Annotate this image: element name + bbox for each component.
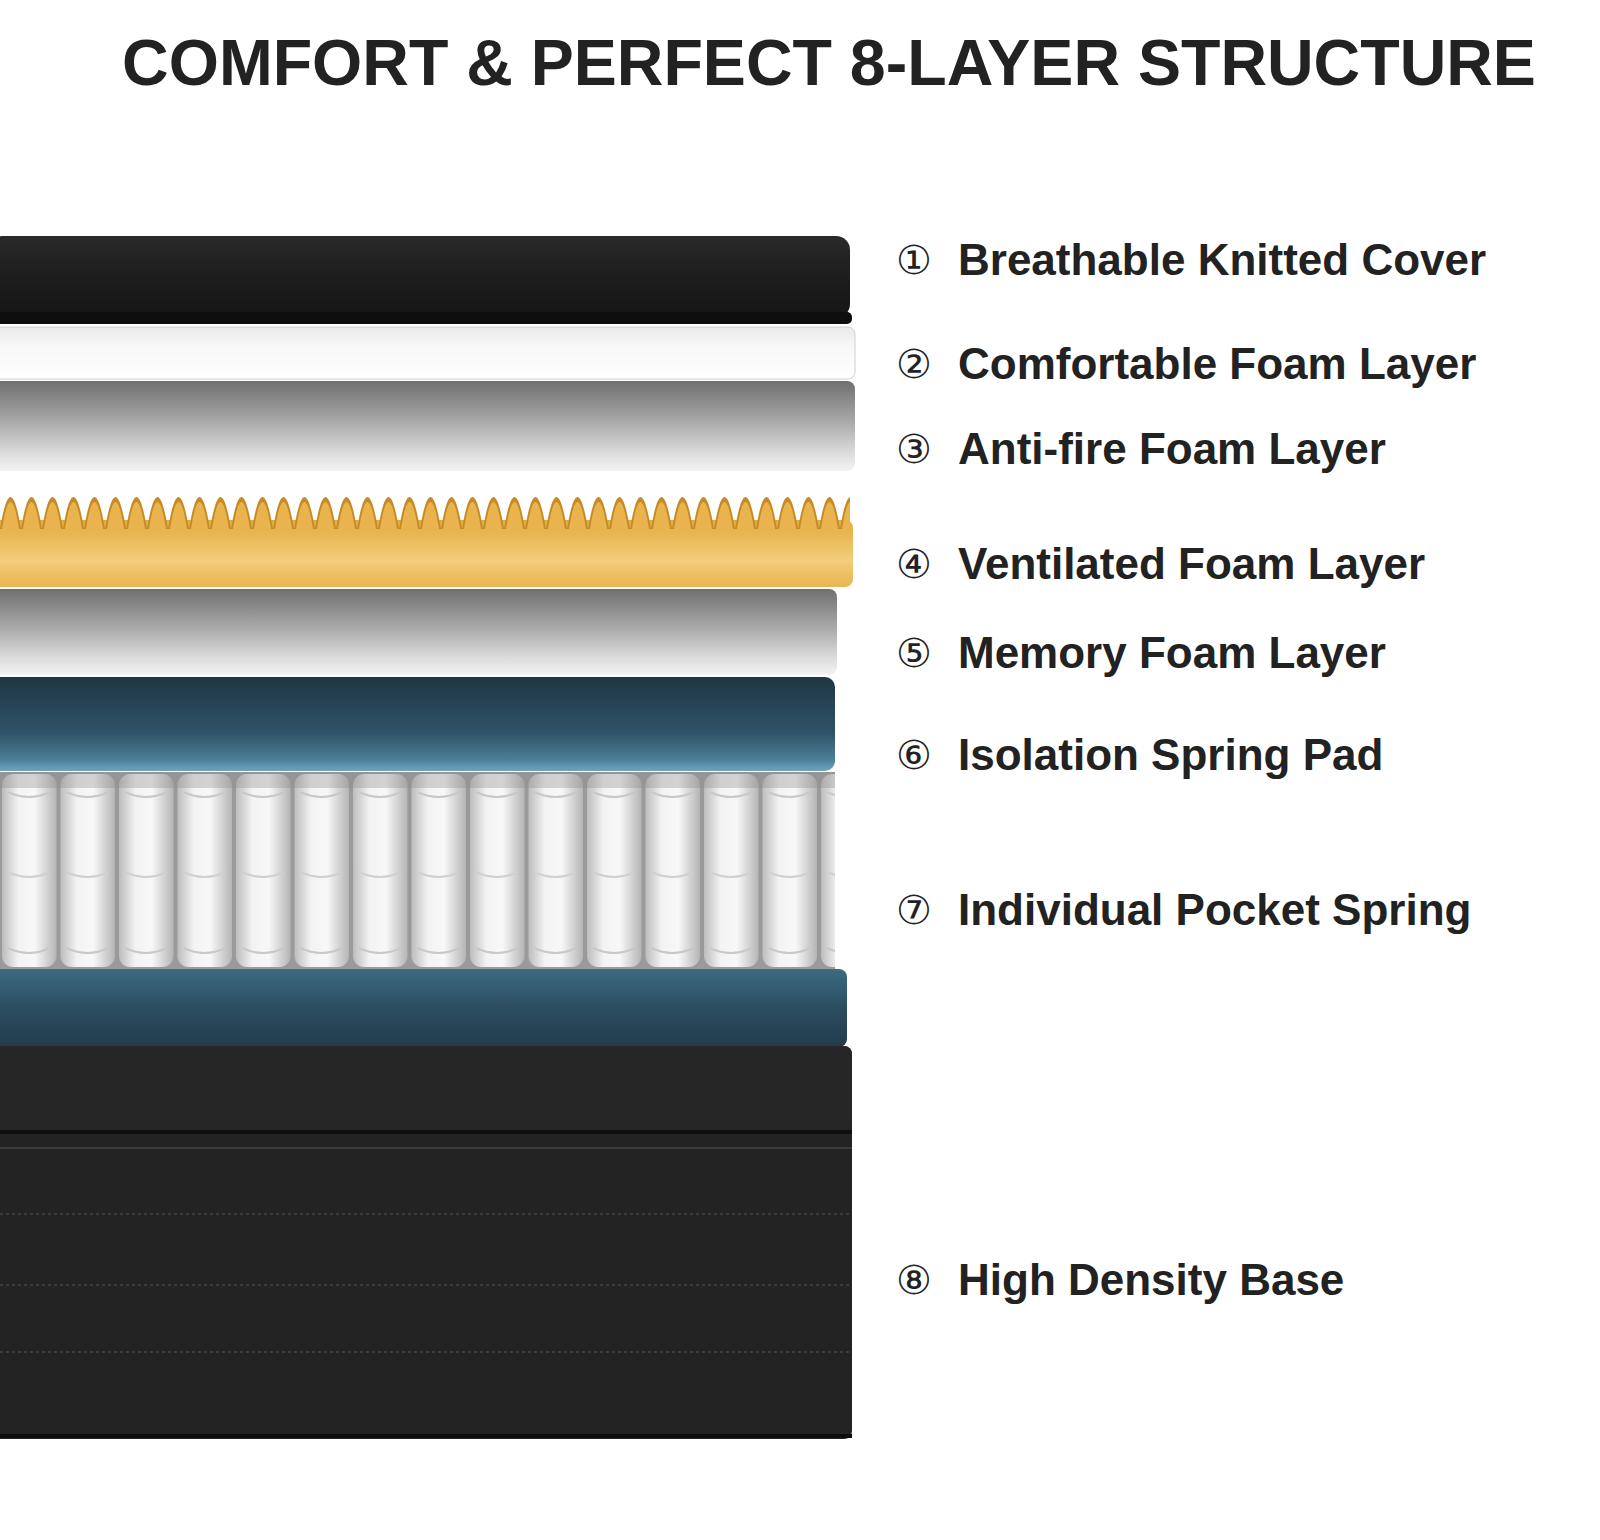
egg-crate-surface <box>0 471 850 529</box>
layer-label: Isolation Spring Pad <box>958 730 1383 781</box>
pocket-springs <box>0 772 835 969</box>
lower-pad <box>0 969 847 1047</box>
layer-label: Comfortable Foam Layer <box>958 339 1476 390</box>
layer-label: Anti-fire Foam Layer <box>958 424 1386 475</box>
base-seam <box>0 1130 852 1134</box>
memory-foam-layer <box>0 589 837 675</box>
isolation-pad <box>0 677 835 771</box>
layer-label: Ventilated Foam Layer <box>958 539 1425 590</box>
layer-label: Individual Pocket Spring <box>958 885 1471 936</box>
cover-layer <box>0 236 850 318</box>
callout-number: ⑥ <box>896 732 932 778</box>
base-stitch <box>0 1213 852 1215</box>
callout-number: ④ <box>896 541 932 587</box>
antifire-foam-layer <box>0 381 855 471</box>
base-stitch <box>0 1284 852 1286</box>
base-layer <box>0 1046 852 1439</box>
base-seam <box>0 1147 852 1149</box>
base-bottom-edge <box>0 1434 852 1438</box>
callout-number: ⑧ <box>896 1257 932 1303</box>
layer-label: Breathable Knitted Cover <box>958 235 1486 286</box>
callout-number: ③ <box>896 426 932 472</box>
layer-label: High Density Base <box>958 1255 1344 1306</box>
callout-number: ① <box>896 237 932 283</box>
callout-number: ⑦ <box>896 887 932 933</box>
spring-tops <box>0 772 835 788</box>
callout-number: ⑤ <box>896 630 932 676</box>
cover-lip <box>0 312 852 324</box>
base-top-band <box>0 1046 852 1132</box>
layer-label: Memory Foam Layer <box>958 628 1386 679</box>
ventilated-foam-body <box>0 520 853 587</box>
title: COMFORT & PERFECT 8-LAYER STRUCTURE <box>122 26 1536 100</box>
comfort-foam-layer <box>0 327 855 379</box>
callout-number: ② <box>896 341 932 387</box>
base-stitch <box>0 1351 852 1353</box>
